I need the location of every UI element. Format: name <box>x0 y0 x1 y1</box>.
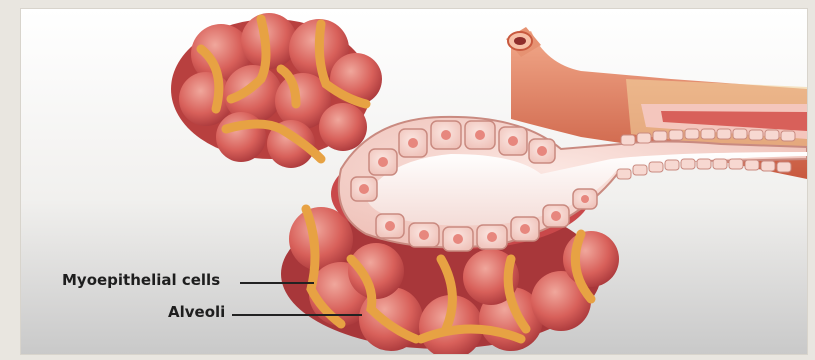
leader-line-alveoli <box>232 314 362 316</box>
illustration-panel: Myoepithelial cells Alveoli <box>20 8 808 355</box>
leader-line-myoepithelial <box>240 282 314 284</box>
mammary-alveoli-illustration <box>21 9 807 354</box>
label-myoepithelial-cells: Myoepithelial cells <box>62 271 220 289</box>
label-alveoli: Alveoli <box>168 303 225 321</box>
